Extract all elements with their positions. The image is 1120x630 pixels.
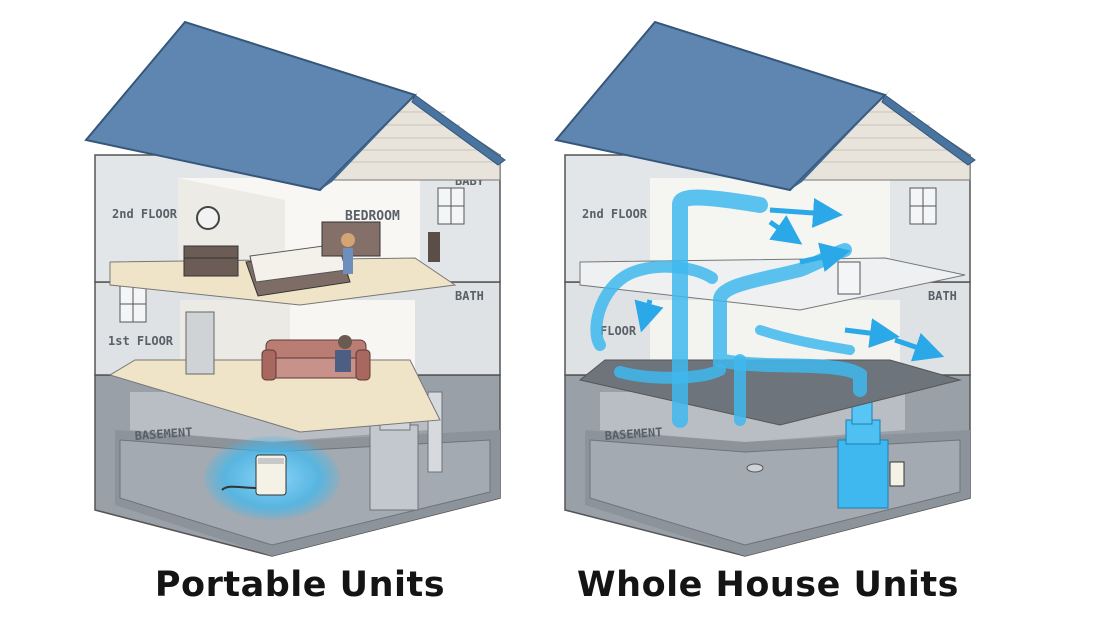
right-second-floor-label: 2nd FLOOR — [582, 207, 648, 221]
left-roof — [84, 20, 506, 192]
right-basement-label: BASEMENT — [604, 425, 663, 443]
right-first-floor-label: FLOOR — [600, 324, 637, 338]
airflow-ducts — [590, 189, 867, 428]
whole-house-units-caption: Whole House Units — [577, 565, 959, 605]
whole-house-units-house: BASEMENT FLOOR BATH 2nd FLOOR — [554, 20, 976, 557]
left-second-floor: 2nd FLOOR BEDROOM BABY — [94, 154, 501, 306]
left-bedroom-label: BEDROOM — [345, 209, 400, 224]
left-first-floor: 1st FLOOR BATH — [94, 281, 501, 433]
portable-units-house: BASEMENT 1st FLOOR BATH — [84, 20, 506, 557]
couch-icon — [261, 335, 371, 381]
left-bath-label: BATH — [455, 289, 484, 303]
airflow-arrows — [634, 198, 945, 362]
left-second-floor-label: 2nd FLOOR — [112, 207, 178, 221]
portable-units-caption: Portable Units — [154, 565, 446, 605]
right-bath-label: BATH — [928, 289, 957, 303]
left-basement-label: BASEMENT — [134, 425, 193, 443]
portable-dehumidifier-icon — [221, 454, 287, 496]
right-roof — [554, 20, 976, 192]
bed-icon — [245, 221, 381, 297]
left-first-floor-label: 1st FLOOR — [108, 334, 174, 348]
